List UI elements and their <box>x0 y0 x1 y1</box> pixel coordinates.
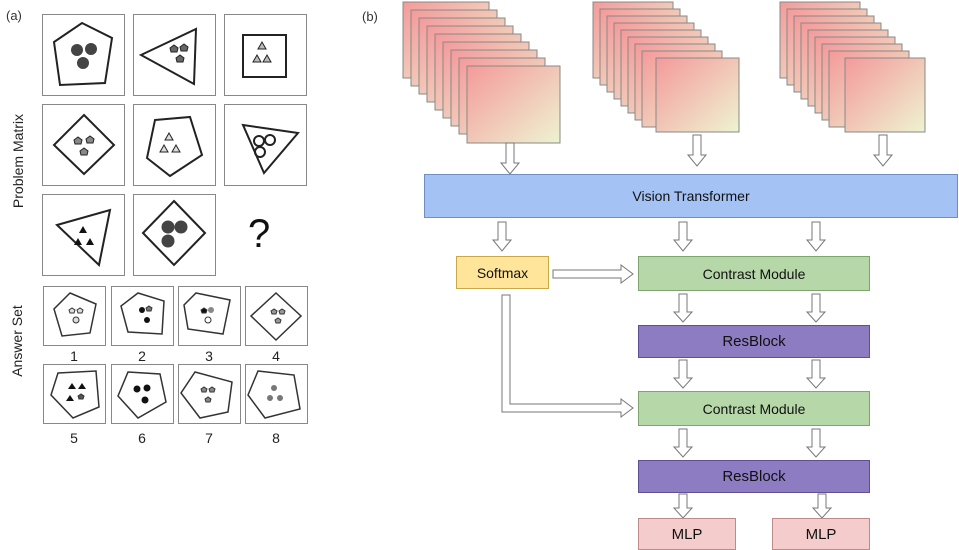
answer-number-1: 1 <box>70 348 78 364</box>
matrix-figure-5 <box>145 115 204 178</box>
panel-a-label: (a) <box>6 8 22 23</box>
vision-transformer-block: Vision Transformer <box>424 174 958 218</box>
matrix-cell-2 <box>133 14 216 96</box>
arrow-down-icon <box>672 428 694 458</box>
answer-figure-2 <box>120 292 165 335</box>
arrow-down-icon <box>805 221 827 252</box>
mlp-right: MLP <box>772 518 870 550</box>
answer-number-3: 3 <box>205 348 213 364</box>
arrow-down-icon <box>805 359 827 389</box>
arrow-down-icon <box>686 134 708 167</box>
panel-b-label: (b) <box>362 9 378 24</box>
arrow-down-icon <box>805 293 827 323</box>
answer-cell-6[interactable] <box>111 364 174 424</box>
arrow-down-icon <box>672 359 694 389</box>
elbow-arrow-icon <box>501 294 634 418</box>
answer-number-5: 5 <box>70 430 78 446</box>
matrix-figure-2 <box>138 27 198 86</box>
missing-cell-question-mark: ? <box>248 212 271 256</box>
answer-figure-3 <box>183 292 231 335</box>
arrow-down-icon <box>872 134 894 167</box>
arrow-down-icon <box>672 493 694 519</box>
answer-figure-6 <box>117 371 167 419</box>
arrow-down-icon <box>805 428 827 458</box>
answer-number-6: 6 <box>138 430 146 446</box>
answer-number-2: 2 <box>138 348 146 364</box>
arrow-down-icon <box>811 493 833 519</box>
arrows <box>491 134 894 519</box>
matrix-cell-3 <box>224 14 307 96</box>
contrast-module-1: Contrast Module <box>638 256 870 291</box>
mlp-left: MLP <box>638 518 736 550</box>
answer-figure-8 <box>247 370 301 419</box>
arrow-down-icon <box>491 221 513 252</box>
resblock-2: ResBlock <box>638 460 870 493</box>
image-stack-middle <box>592 1 740 133</box>
resblock-1: ResBlock <box>638 325 870 358</box>
image-stack-right <box>779 1 926 133</box>
matrix-figure-6 <box>241 123 300 175</box>
contrast-module-2: Contrast Module <box>638 391 870 426</box>
answer-number-4: 4 <box>272 348 280 364</box>
answer-number-8: 8 <box>272 430 280 446</box>
answer-figure-5 <box>50 370 100 419</box>
matrix-figure-4 <box>52 113 116 176</box>
answer-cell-1[interactable] <box>43 286 106 346</box>
answer-number-7: 7 <box>205 430 213 446</box>
matrix-figure-3 <box>242 34 287 78</box>
image-stack-left <box>402 1 561 144</box>
answer-figure-1 <box>53 292 97 337</box>
arrow-down-icon <box>499 142 521 175</box>
matrix-figure-8 <box>141 199 207 267</box>
softmax-block: Softmax <box>456 256 549 289</box>
matrix-figure-1 <box>52 21 114 87</box>
answer-cell-4[interactable] <box>245 286 308 346</box>
matrix-figure-7 <box>55 208 112 267</box>
arrow-down-icon <box>672 221 694 252</box>
arrow-right-icon <box>552 264 634 284</box>
answer-figure-7 <box>180 371 233 419</box>
answer-figure-4 <box>249 291 303 342</box>
matrix-cell-7 <box>42 194 125 276</box>
arrow-down-icon <box>672 293 694 323</box>
